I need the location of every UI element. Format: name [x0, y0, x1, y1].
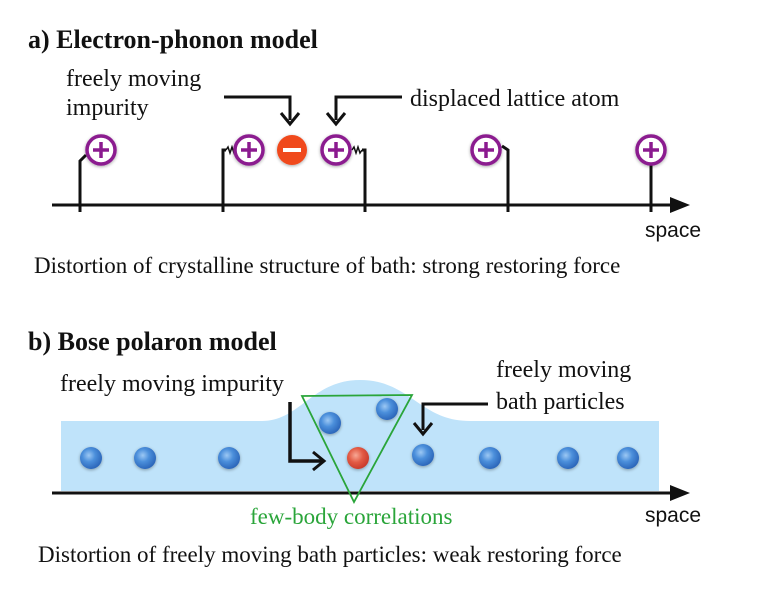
ion-plus-icon	[233, 134, 265, 166]
lattice-ions	[85, 134, 667, 166]
bath-particle	[376, 398, 398, 420]
ion-plus-icon	[320, 134, 352, 166]
bose-impurity-pointer-arrow	[288, 402, 322, 463]
few-body-correlation-triangle	[300, 394, 414, 504]
bath-particle	[319, 412, 341, 434]
bath-particle	[412, 444, 434, 466]
panel-b: b) Bose polaron model space freely movin…	[28, 327, 701, 567]
panel-a-axis-label: space	[645, 219, 701, 242]
lattice-atom-label: displaced lattice atom	[410, 86, 620, 112]
panel-b-axis-arrowhead	[670, 485, 690, 501]
bose-impurity	[347, 447, 369, 469]
few-body-correlations-label: few-body correlations	[250, 504, 453, 529]
bath-particle	[80, 447, 102, 469]
impurity-label-line2: impurity	[66, 95, 149, 121]
spring-icon	[351, 144, 363, 156]
bath-pointer-arrow	[421, 402, 488, 430]
bath-region	[61, 380, 659, 491]
lattice-posts	[78, 144, 653, 212]
lattice-post	[78, 153, 88, 212]
bath-particles	[80, 398, 639, 469]
bath-particle	[617, 447, 639, 469]
bath-label-line2: bath particles	[496, 389, 625, 415]
panel-a-title: a) Electron-phonon model	[28, 25, 318, 54]
lattice-pointer-arrow	[334, 95, 402, 120]
bath-particle	[134, 447, 156, 469]
electron-minus-icon	[277, 135, 307, 165]
bath-label-line1: freely moving	[496, 357, 631, 383]
panel-a-caption: Distortion of crystalline structure of b…	[34, 253, 620, 278]
bath-particle	[218, 447, 240, 469]
panel-a-axis-arrowhead	[670, 197, 690, 213]
panel-b-axis-label: space	[645, 504, 701, 527]
ion-plus-icon	[85, 134, 117, 166]
bath-particle	[479, 447, 501, 469]
bose-impurity-label: freely moving impurity	[60, 371, 284, 397]
bose-impurity-pointer-arrowhead	[312, 450, 327, 472]
panel-a: a) Electron-phonon model freely moving i…	[28, 25, 701, 278]
impurity-pointer-arrow	[224, 95, 292, 120]
panel-b-title: b) Bose polaron model	[28, 327, 277, 356]
ion-plus-icon	[470, 134, 502, 166]
bath-pointer-arrowhead	[412, 422, 434, 437]
bath-particle	[557, 447, 579, 469]
lattice-post	[221, 148, 226, 212]
lattice-post	[362, 148, 367, 212]
lattice-post	[501, 144, 510, 212]
impurity-pointer-arrowhead	[279, 112, 301, 127]
panel-b-caption: Distortion of freely moving bath particl…	[38, 542, 622, 567]
ion-plus-icon	[635, 134, 667, 166]
impurity-label-line1: freely moving	[66, 66, 201, 92]
lattice-pointer-arrowhead	[325, 112, 347, 127]
